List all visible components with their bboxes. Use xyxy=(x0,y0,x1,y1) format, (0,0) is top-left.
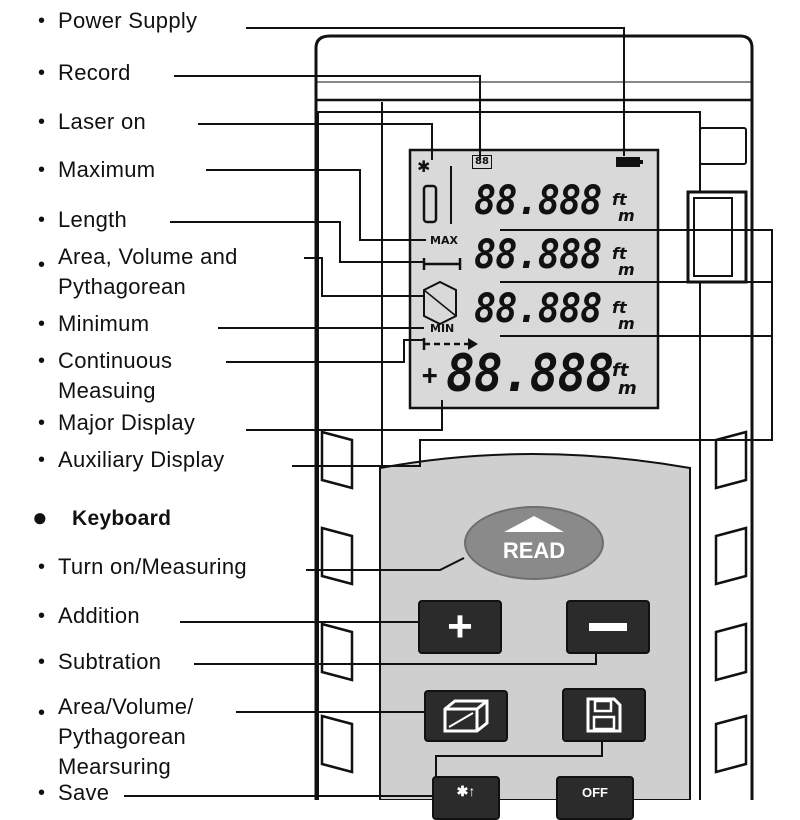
area-volume-button[interactable] xyxy=(424,690,508,742)
label-area-key-2: Pythagorean xyxy=(58,722,186,752)
label-auxiliary-display-text: Auxiliary Display xyxy=(58,447,225,472)
read-button[interactable]: READ xyxy=(464,506,604,580)
keyboard-heading: ●Keyboard xyxy=(32,502,172,532)
unit-m-label: m xyxy=(618,206,635,225)
label-area-volume: •Area, Volume and xyxy=(38,244,238,276)
label-continuous-2: Measuing xyxy=(58,376,156,406)
label-record-text: Record xyxy=(58,60,131,85)
label-turn-on-text: Turn on/Measuring xyxy=(58,554,247,579)
label-subtraction: •Subtration xyxy=(38,649,162,674)
unit-ft-label: ft xyxy=(612,360,629,381)
auxiliary-display-row-2: 88.888 xyxy=(474,232,602,278)
label-area-key: •Area/Volume/ xyxy=(38,694,194,724)
label-minimum: •Minimum xyxy=(38,311,150,336)
label-area-key-line-3: Mearsuring xyxy=(58,754,172,779)
unit-ft-label: ft xyxy=(612,298,627,317)
off-button-label: OFF xyxy=(582,784,608,800)
off-button[interactable]: OFF xyxy=(556,776,634,820)
label-minimum-text: Minimum xyxy=(58,311,150,336)
label-record: •Record xyxy=(38,60,131,85)
minus-icon xyxy=(589,623,627,631)
label-major-display: •Major Display xyxy=(38,410,196,435)
label-area-volume-2: Pythagorean xyxy=(58,272,186,302)
unit-m-label: m xyxy=(618,378,637,399)
laser-icon: ✱↑ xyxy=(456,782,476,799)
auxiliary-display-row-3: 88.888 xyxy=(474,286,602,332)
label-length-text: Length xyxy=(58,207,128,232)
auxiliary-display-row-1: 88.888 xyxy=(474,178,602,224)
label-auxiliary-display: •Auxiliary Display xyxy=(38,447,225,472)
label-area-key-line-2: Pythagorean xyxy=(58,724,187,749)
up-arrow-icon xyxy=(504,516,564,532)
max-indicator: MAX xyxy=(430,234,458,247)
label-major-display-text: Major Display xyxy=(58,410,196,435)
label-maximum: •Maximum xyxy=(38,157,156,182)
floppy-disk-icon xyxy=(586,697,622,733)
unit-m-label: m xyxy=(618,314,635,333)
label-addition: •Addition xyxy=(38,603,140,628)
label-length: •Length xyxy=(38,207,128,232)
minus-button[interactable] xyxy=(566,600,650,654)
unit-m-label: m xyxy=(618,260,635,279)
label-area-volume-line-2: Pythagorean xyxy=(58,274,187,299)
label-subtraction-text: Subtration xyxy=(58,649,162,674)
read-button-label: READ xyxy=(502,538,566,563)
label-power-supply-text: Power Supply xyxy=(58,8,198,33)
save-button[interactable] xyxy=(562,688,646,742)
record-counter: 88 xyxy=(472,155,492,169)
min-indicator: MIN xyxy=(430,322,455,335)
svg-text:✱: ✱ xyxy=(417,157,430,176)
plus-sign-indicator: + xyxy=(422,358,438,391)
unit-ft-label: ft xyxy=(612,244,627,263)
major-display-row: 88.888 xyxy=(446,344,614,404)
plus-button[interactable]: + xyxy=(418,600,502,654)
label-laser-on: •Laser on xyxy=(38,109,147,134)
box-icon xyxy=(443,699,489,733)
label-area-key-line-1: Area/Volume/ xyxy=(58,694,194,719)
label-power-supply: •Power Supply xyxy=(38,8,198,33)
label-maximum-text: Maximum xyxy=(58,157,156,182)
label-save-text: Save xyxy=(58,780,110,805)
label-save: •Save xyxy=(38,780,110,805)
label-area-volume-line-1: Area, Volume and xyxy=(58,244,238,269)
plus-icon: + xyxy=(447,602,473,651)
keyboard-heading-text: Keyboard xyxy=(72,507,172,530)
label-addition-text: Addition xyxy=(58,603,140,628)
label-continuous-line-2: Measuing xyxy=(58,378,156,403)
label-turn-on: •Turn on/Measuring xyxy=(38,554,247,579)
label-continuous: •Continuous xyxy=(38,348,173,373)
laser-button[interactable]: ✱↑ xyxy=(432,776,500,820)
unit-ft-label: ft xyxy=(612,190,627,209)
label-area-key-3: Mearsuring xyxy=(58,752,171,782)
label-laser-on-text: Laser on xyxy=(58,109,147,134)
label-continuous-line-1: Continuous xyxy=(58,348,173,373)
